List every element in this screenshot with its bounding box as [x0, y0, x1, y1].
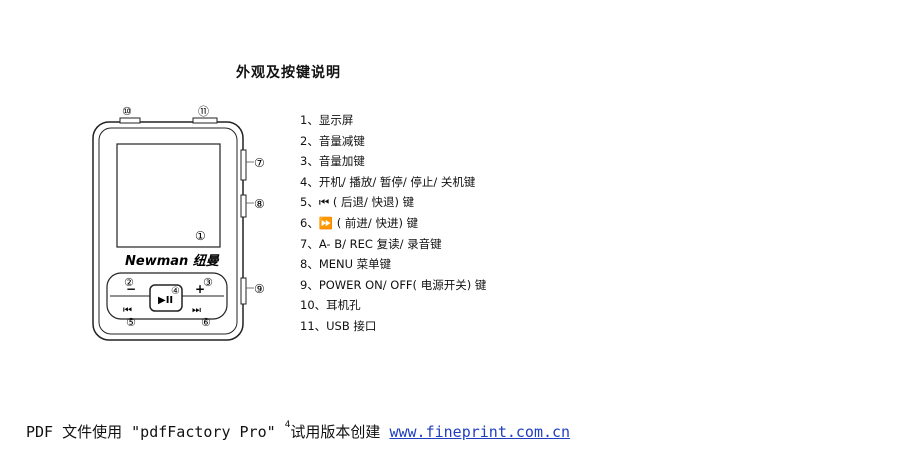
volume-minus-icon: −	[126, 282, 136, 296]
next-icon: ⏭	[192, 305, 201, 316]
brand-logo: Newman 纽曼	[125, 253, 220, 269]
fineprint-link[interactable]: www.fineprint.com.cn	[389, 423, 571, 441]
page-number: 4	[284, 420, 291, 430]
footer-text-2: 试用版本创建	[290, 423, 390, 441]
callout-10: ⑩	[122, 105, 132, 118]
key-description-list: 1、显示屏 2、音量减键 3、音量加键 4、开机/ 播放/ 暂停/ 停止/ 关机…	[300, 110, 486, 337]
pdf-footer: PDF 文件使用 "pdfFactory Pro" 4试用版本创建 www.fi…	[26, 420, 570, 442]
mp3-player-illustration: Newman 纽曼 ▶II − + ⏮ ⏭ ① ② ③ ④ ⑤ ⑥ ⑦ ⑧ ⑨ …	[92, 105, 265, 341]
list-item: 3、音量加键	[300, 154, 365, 169]
earphone-jack	[119, 117, 141, 124]
list-item: 1、显示屏	[300, 113, 354, 127]
list-item: 8、MENU 菜单键	[300, 257, 392, 272]
ab-rec-side-button[interactable]	[240, 149, 247, 181]
menu-side-button[interactable]	[240, 194, 247, 218]
device-diagram: Newman 纽曼 ▶II − + ⏮ ⏭ ① ② ③ ④ ⑤ ⑥ ⑦ ⑧ ⑨ …	[80, 100, 280, 350]
callout-4: ④	[171, 286, 180, 297]
play-icon: ▶II	[158, 295, 173, 306]
callout-5: ⑤	[126, 316, 136, 329]
list-item: 2、音量减键	[300, 133, 365, 148]
volume-plus-icon: +	[195, 282, 205, 296]
callout-11: ⑪	[198, 105, 209, 118]
list-item: 7、A- B/ REC 复读/ 录音键	[300, 236, 442, 251]
callout-6: ⑥	[201, 316, 211, 329]
list-item: 4、开机/ 播放/ 暂停/ 停止/ 关机键	[300, 174, 476, 189]
callout-7: ⑦	[254, 156, 265, 170]
player-body-inner	[98, 127, 238, 335]
list-item: 5、⏮ ( 后退/ 快退) 键	[300, 195, 415, 210]
list-item: 11、USB 接口	[300, 318, 377, 333]
prev-icon: ⏮	[123, 305, 132, 316]
power-side-button[interactable]	[240, 277, 247, 305]
callout-1: ①	[195, 229, 206, 243]
callout-3: ③	[203, 276, 213, 289]
callout-2: ②	[124, 276, 134, 289]
page-title: 外观及按键说明	[236, 65, 341, 81]
callout-9: ⑨	[254, 282, 265, 296]
list-item: 6、⏩ ( 前进/ 快进) 键	[300, 215, 419, 230]
callout-8: ⑧	[254, 197, 265, 211]
footer-text: PDF 文件使用 "pdfFactory Pro"	[26, 423, 285, 441]
list-item: 10、耳机孔	[300, 298, 361, 313]
display-screen	[116, 143, 221, 248]
list-item: 9、POWER ON/ OFF( 电源开关) 键	[300, 277, 487, 292]
usb-port	[192, 117, 218, 124]
play-button[interactable]	[149, 284, 183, 312]
